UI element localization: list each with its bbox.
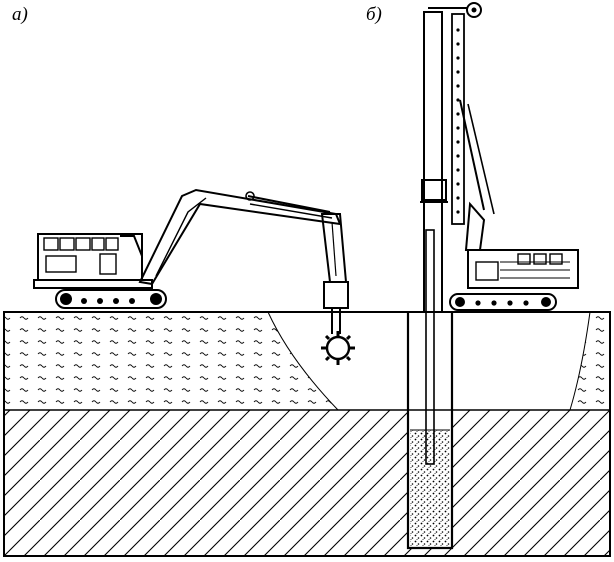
excavator-tracks — [55, 289, 167, 309]
drill-pipe — [425, 229, 435, 465]
rig-cab-windows — [475, 253, 563, 281]
concrete-fill — [410, 430, 450, 546]
label-a: а) — [12, 4, 28, 25]
ground-layers — [3, 311, 611, 557]
pile-driving-rig — [420, 2, 579, 465]
cutter-head-icon — [321, 331, 355, 365]
sheave-icon — [466, 2, 482, 18]
cutter-drive — [323, 281, 349, 309]
improved-soil-zone-b — [452, 312, 590, 410]
rig-boom-arm — [464, 201, 486, 251]
rig-mast — [423, 11, 443, 313]
rig-tracks — [449, 293, 557, 311]
label-b: б) — [366, 4, 382, 25]
cab-windows — [43, 237, 119, 275]
rig-cab — [467, 249, 579, 289]
excavator — [33, 188, 355, 365]
excavator-boom — [138, 188, 342, 286]
clay-bedrock-layer — [4, 410, 610, 556]
rig-clamp — [421, 179, 447, 201]
